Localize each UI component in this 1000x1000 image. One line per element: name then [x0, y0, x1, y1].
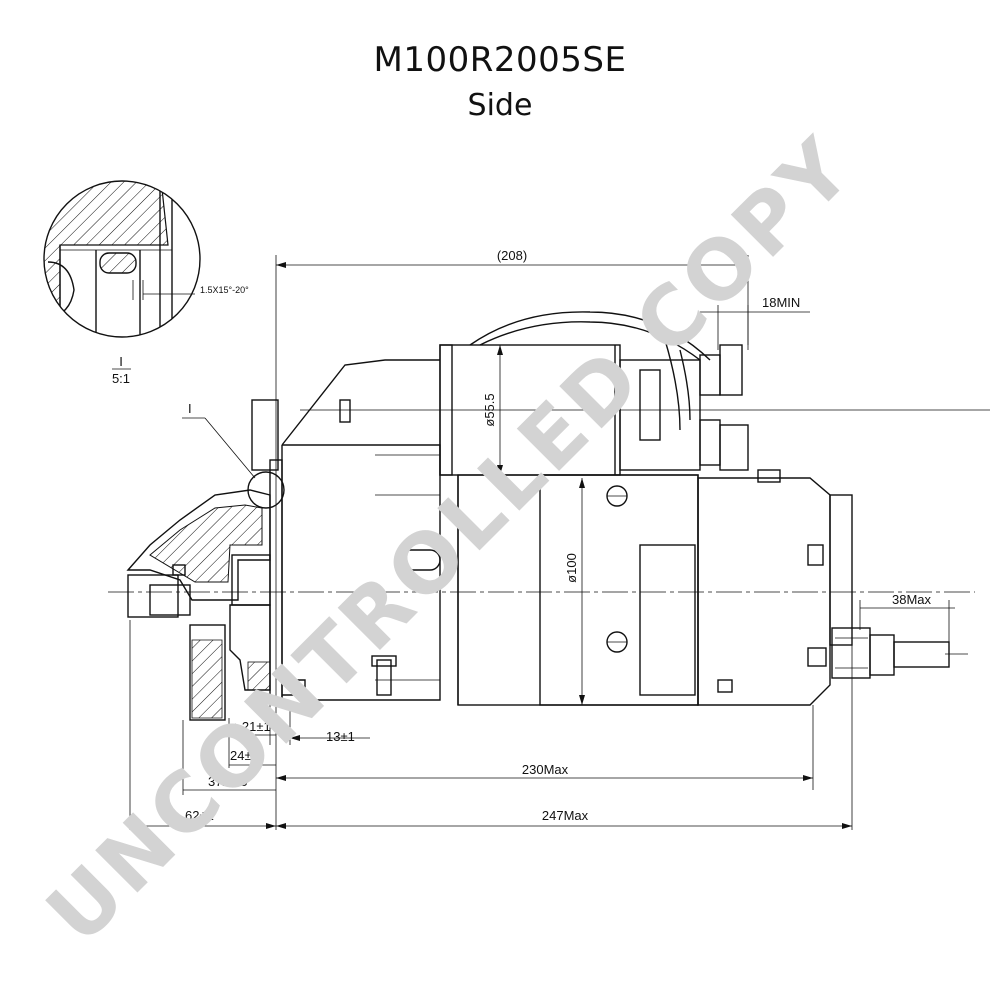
starter-motor-outline — [108, 311, 990, 721]
dimension-lines: (208) 18MIN ø55.5 ø100 38Max — [129, 248, 955, 830]
dim-247max: 247Max — [542, 808, 589, 823]
dim-18min: 18MIN — [762, 295, 800, 310]
dim-37: 37±1.5 — [208, 774, 248, 789]
part-number-title: M100R2005SE — [373, 40, 627, 80]
chamfer-note: 1.5X15°-20° — [200, 285, 249, 295]
dim-dia-55-5: ø55.5 — [482, 393, 497, 426]
dim-230max: 230Max — [522, 762, 569, 777]
view-label: Side — [467, 88, 533, 123]
dim-24: 24±1 — [230, 748, 259, 763]
dim-62: 62±1 — [185, 808, 214, 823]
dim-208: (208) — [497, 248, 527, 263]
dim-13: 13±1 — [326, 729, 355, 744]
detail-label: I — [119, 354, 123, 369]
detail-scale: 5:1 — [112, 371, 130, 386]
dim-21: ▲21±1 — [229, 719, 271, 734]
detail-view-i: 1.5X15°-20° I 5:1 — [43, 180, 249, 386]
dim-38max: 38Max — [892, 592, 932, 607]
dim-dia-100: ø100 — [564, 553, 579, 583]
callout-label: I — [188, 401, 192, 416]
